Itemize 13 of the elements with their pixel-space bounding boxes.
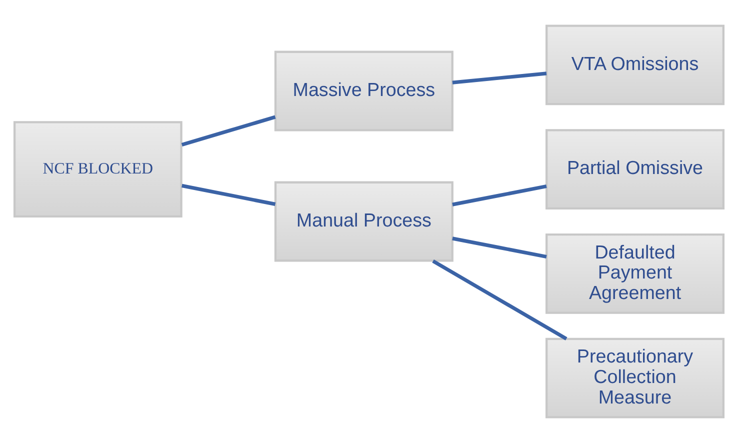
connector [182,184,276,206]
connector [181,115,276,146]
node-box: Precautionary Collection Measure [546,338,725,418]
node-box: Defaulted Payment Agreement [546,233,725,314]
connector [452,236,547,259]
connector [452,184,547,206]
node-box: Manual Process [274,181,454,262]
node-box: Massive Process [274,50,454,132]
connector [452,72,547,84]
connector [432,259,568,340]
node-box: NCF BLOCKED [13,121,182,218]
node-box: Partial Omissive [546,129,725,210]
node-box: VTA Omissions [546,24,725,106]
